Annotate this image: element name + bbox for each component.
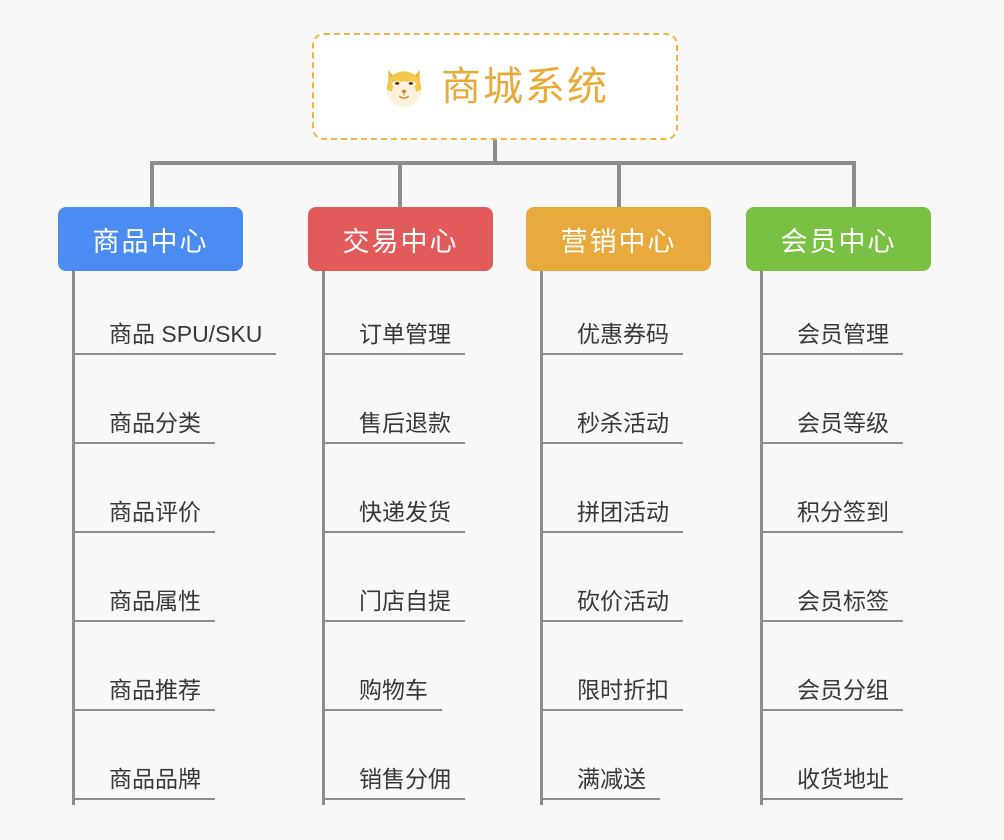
branch-item-label: 会员等级 [763,412,903,444]
branch-item[interactable]: 门店自提 [325,538,493,627]
branch-trade-center: 交易中心订单管理售后退款快递发货门店自提购物车销售分佣 [308,207,493,805]
branch-item-label: 拼团活动 [543,501,683,533]
branch-item-label: 商品 SPU/SKU [75,323,277,355]
branch-item-label: 会员管理 [763,323,903,355]
branch-item[interactable]: 商品 SPU/SKU [75,271,277,360]
branch-item[interactable]: 会员标签 [763,538,931,627]
connector-root-stem [493,140,497,164]
branch-item-label: 砍价活动 [543,590,683,622]
branch-item-label: 优惠券码 [543,323,683,355]
branch-product-center: 商品中心商品 SPU/SKU 商品分类商品评价商品属性商品推荐商品品牌 [58,207,277,805]
branch-items-member-center: 会员管理会员等级积分签到会员标签会员分组收货地址 [760,271,931,805]
branch-item[interactable]: 商品评价 [75,449,243,538]
branch-item[interactable]: 秒杀活动 [543,360,711,449]
branch-items-trade-center: 订单管理售后退款快递发货门店自提购物车销售分佣 [322,271,493,805]
branch-item[interactable]: 会员等级 [763,360,931,449]
branch-header-marketing-center[interactable]: 营销中心 [526,207,711,271]
branch-item-label: 满减送 [543,768,660,800]
branch-item-label: 会员分组 [763,679,903,711]
branch-item[interactable]: 购物车 [325,627,493,716]
branch-header-label: 会员中心 [780,226,897,257]
branch-item-label: 限时折扣 [543,679,683,711]
branch-item-label: 门店自提 [325,590,465,622]
connector-horizontal-bus [150,161,854,165]
branch-item-label: 商品评价 [75,501,215,533]
branch-header-label: 营销中心 [560,226,677,257]
branch-item[interactable]: 积分签到 [763,449,931,538]
branch-item[interactable]: 商品推荐 [75,627,243,716]
branch-item-label: 销售分佣 [325,768,465,800]
branch-item[interactable]: 商品品牌 [75,716,243,805]
branch-member-center: 会员中心会员管理会员等级积分签到会员标签会员分组收货地址 [746,207,931,805]
connector-drop-1 [150,161,154,207]
branch-item[interactable]: 商品属性 [75,538,243,627]
connector-drop-4 [852,161,856,207]
branch-item-label: 快递发货 [325,501,465,533]
branch-item[interactable]: 销售分佣 [325,716,493,805]
branch-item[interactable]: 拼团活动 [543,449,711,538]
branch-item-label: 订单管理 [325,323,465,355]
branch-item[interactable]: 收货地址 [763,716,931,805]
connector-drop-2 [398,161,402,207]
branch-item[interactable]: 限时折扣 [543,627,711,716]
branch-marketing-center: 营销中心优惠券码秒杀活动拼团活动砍价活动限时折扣满减送 [526,207,711,805]
branch-item[interactable]: 售后退款 [325,360,493,449]
branch-item-label: 收货地址 [763,768,903,800]
branch-item[interactable]: 商品分类 [75,360,243,449]
branch-item[interactable]: 优惠券码 [543,271,711,360]
branch-item[interactable]: 满减送 [543,716,711,805]
branch-item-label: 秒杀活动 [543,412,683,444]
branch-item-label: 会员标签 [763,590,903,622]
branch-item-label: 商品分类 [75,412,215,444]
branch-item[interactable]: 会员分组 [763,627,931,716]
branch-header-trade-center[interactable]: 交易中心 [308,207,493,271]
branch-items-marketing-center: 优惠券码秒杀活动拼团活动砍价活动限时折扣满减送 [540,271,711,805]
branch-item-label: 商品品牌 [75,768,215,800]
branch-item-label: 售后退款 [325,412,465,444]
branch-item[interactable]: 砍价活动 [543,538,711,627]
branch-items-product-center: 商品 SPU/SKU 商品分类商品评价商品属性商品推荐商品品牌 [72,271,277,805]
branch-header-label: 商品中心 [92,226,209,257]
branch-header-label: 交易中心 [342,226,459,257]
root-node-shop-system[interactable]: 商城系统 [312,33,678,140]
branch-item-label: 商品推荐 [75,679,215,711]
connector-drop-3 [617,161,621,207]
branch-header-member-center[interactable]: 会员中心 [746,207,931,271]
branch-item[interactable]: 订单管理 [325,271,493,360]
branch-item-label: 积分签到 [763,501,903,533]
branch-item[interactable]: 会员管理 [763,271,931,360]
branch-header-product-center[interactable]: 商品中心 [58,207,243,271]
shiba-dog-face-icon [381,64,427,110]
branch-item-label: 商品属性 [75,590,215,622]
root-title: 商城系统 [441,64,609,109]
branch-item-label: 购物车 [325,679,442,711]
branch-item[interactable]: 快递发货 [325,449,493,538]
